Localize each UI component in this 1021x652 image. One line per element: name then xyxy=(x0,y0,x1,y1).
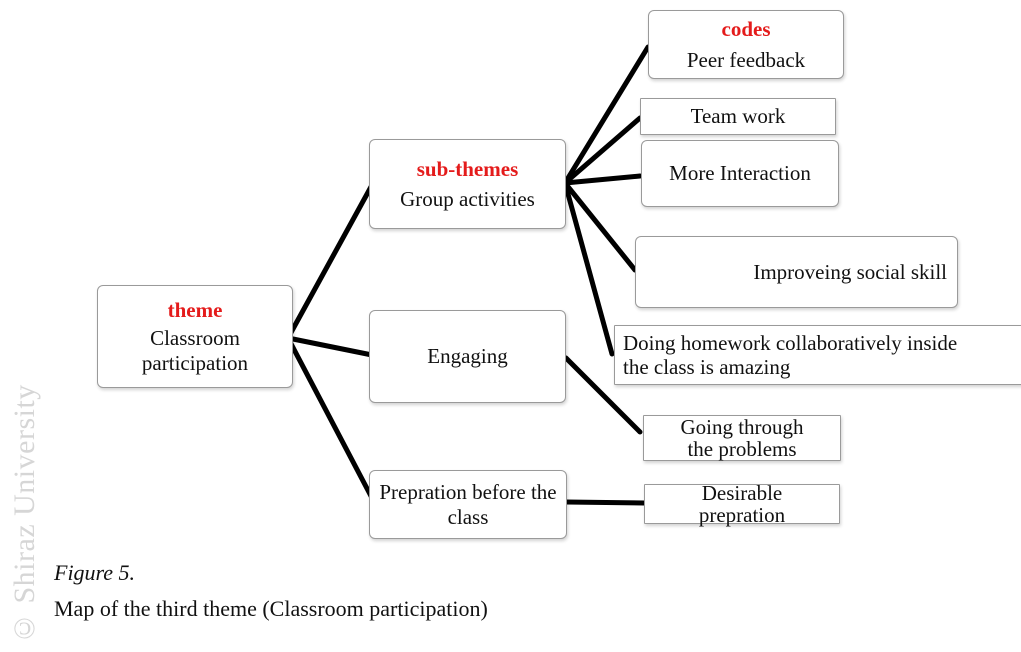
code-peer-feedback-box: codes Peer feedback xyxy=(648,10,844,79)
theme-label: Classroom participation xyxy=(141,326,249,375)
subtheme-group-activities-box: sub-themes Group activities xyxy=(369,139,566,229)
connector-theme-engaging xyxy=(285,335,375,358)
subtheme-prepration-box: Prepration before the class xyxy=(369,470,567,539)
connector-group-homework xyxy=(562,180,615,357)
code-team-work-box: Team work xyxy=(640,98,836,135)
code-social-skill-box: Improveing social skill xyxy=(635,236,958,308)
figure-caption: Map of the third theme (Classroom partic… xyxy=(54,596,488,621)
code-more-interaction-box: More Interaction xyxy=(641,140,839,207)
connector-engaging-going xyxy=(563,355,643,435)
code-homework-label: Doing homework collaboratively inside th… xyxy=(623,330,958,379)
connector-theme-prepration xyxy=(285,335,375,501)
code-social-skill-label: Improveing social skill xyxy=(753,259,947,284)
code-more-interaction-label: More Interaction xyxy=(669,161,811,186)
connector-prepration-desirable xyxy=(563,499,647,506)
code-desirable-label: Desirable prepration xyxy=(698,480,786,527)
connector-group-interaction xyxy=(562,173,643,186)
connector-group-peer xyxy=(562,44,651,186)
subtheme-engaging-box: Engaging xyxy=(369,310,566,403)
figure-number: Figure 5. xyxy=(54,560,136,585)
code-team-work-label: Team work xyxy=(690,104,786,129)
subtheme-engaging-label: Engaging xyxy=(427,344,508,369)
subtheme-prepration-label: Prepration before the class xyxy=(379,480,557,529)
code-going-through-box: Going through the problems xyxy=(643,415,841,461)
theme-box: theme Classroom participation xyxy=(97,285,293,388)
code-peer-feedback-label: Peer feedback xyxy=(686,47,806,72)
connector-group-team xyxy=(562,115,643,186)
code-homework-box: Doing homework collaboratively inside th… xyxy=(614,325,1021,385)
theme-tag: theme xyxy=(167,298,223,323)
subtheme-group-activities-label: Group activities xyxy=(400,187,535,211)
connector-group-social xyxy=(562,180,638,273)
code-going-through-label: Going through the problems xyxy=(680,414,804,461)
connector-theme-group xyxy=(285,182,375,341)
codes-tag: codes xyxy=(721,17,771,42)
subthemes-tag: sub-themes xyxy=(416,156,519,181)
code-desirable-box: Desirable prepration xyxy=(644,480,840,527)
